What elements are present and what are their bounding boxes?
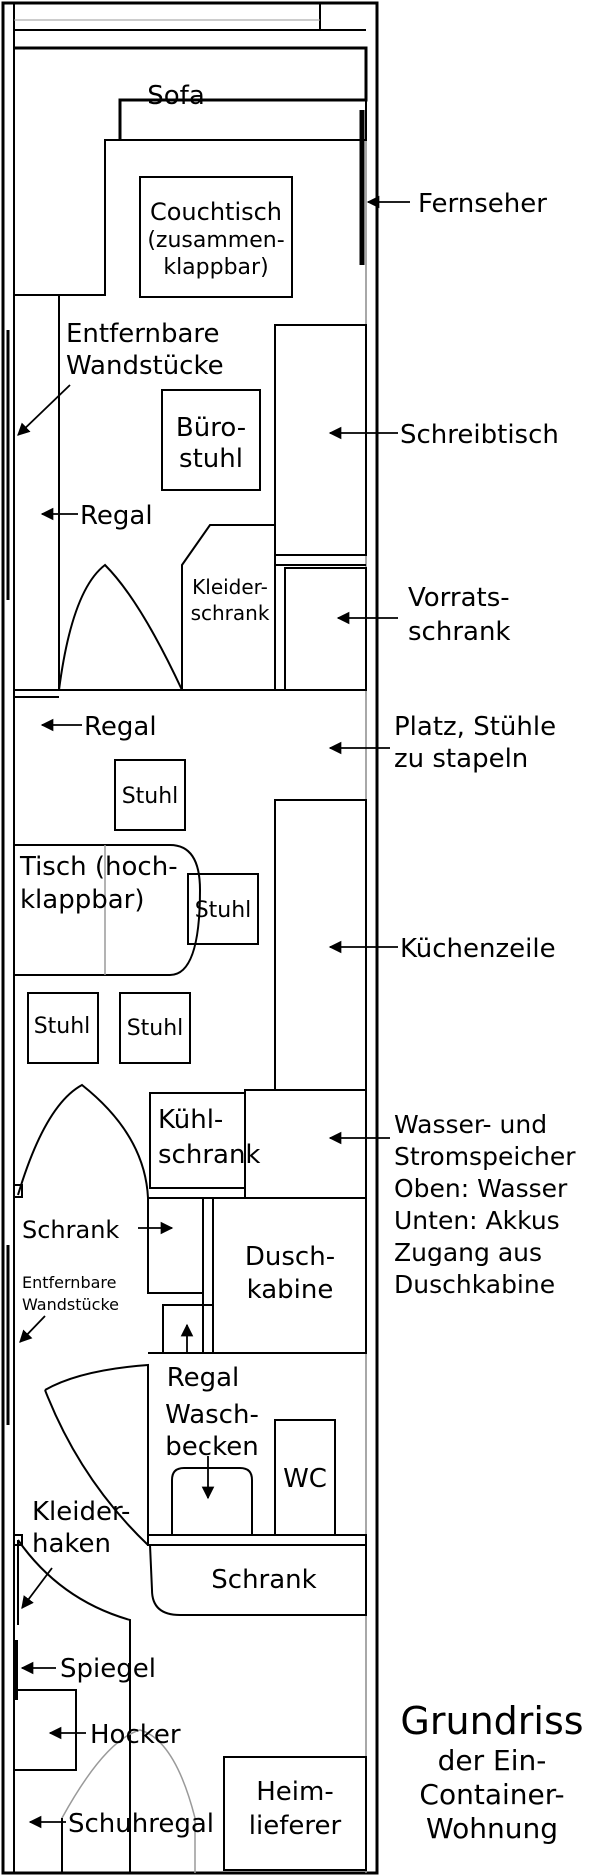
pointer-arrows xyxy=(17,195,410,1829)
label-vorrats-1: Vorrats- xyxy=(408,583,510,613)
label-dusch-1: Dusch- xyxy=(245,1242,335,1272)
cabinet-middle xyxy=(147,1197,204,1294)
label-tisch-2: klappbar) xyxy=(20,885,145,915)
title-line-1: Grundriss xyxy=(400,1699,583,1743)
label-wandstuecke-top-1: Entfernbare xyxy=(66,319,220,349)
stool xyxy=(13,1689,77,1771)
label-speicher-3: Oben: Wasser xyxy=(394,1174,568,1203)
office-chair xyxy=(161,389,261,491)
label-couchtisch-1: Couchtisch xyxy=(150,198,282,226)
label-stuhl-3: Stuhl xyxy=(34,1014,91,1039)
chair-4 xyxy=(119,992,191,1064)
washbasin xyxy=(171,1467,253,1535)
label-vorrats-2: schrank xyxy=(408,617,510,647)
bathroom-cabinet xyxy=(147,1534,367,1616)
label-regal-2: Regal xyxy=(84,712,157,742)
label-heimlieferer-2: lieferer xyxy=(249,1811,342,1841)
label-platz-2: zu stapeln xyxy=(394,744,528,774)
front-door xyxy=(61,1729,196,1873)
door-bathroom xyxy=(44,1352,366,1546)
label-schrank-1: Schrank xyxy=(22,1216,119,1244)
shelf-bath xyxy=(162,1304,214,1354)
title-line-3: Container- xyxy=(419,1778,564,1811)
label-stuhl-1: Stuhl xyxy=(122,784,179,809)
title-line-4: Wohnung xyxy=(426,1812,558,1845)
label-wc: WC xyxy=(283,1464,327,1494)
label-kleiderhaken-2: haken xyxy=(32,1529,111,1559)
label-tisch-1: Tisch (hoch- xyxy=(19,852,178,882)
label-couchtisch-3: klappbar) xyxy=(163,255,268,280)
kitchen-counter xyxy=(274,799,367,1091)
label-speicher-5: Zugang aus xyxy=(394,1238,542,1267)
water-power-storage xyxy=(244,1089,367,1199)
chair-2 xyxy=(187,873,259,945)
label-spiegel: Spiegel xyxy=(60,1654,156,1684)
chair-3 xyxy=(27,992,99,1064)
door-middle xyxy=(13,1083,149,1199)
label-speicher-2: Stromspeicher xyxy=(394,1142,576,1171)
label-stuhl-4: Stuhl xyxy=(127,1016,184,1041)
storage-cabinet xyxy=(284,567,367,691)
door-entry xyxy=(13,1534,131,1873)
shelf-upper xyxy=(13,294,60,691)
chair-1 xyxy=(114,759,186,831)
label-buerostuhl-2: stuhl xyxy=(179,444,243,474)
label-wandstuecke-bot-1: Entfernbare xyxy=(22,1273,116,1292)
label-couchtisch-2: (zusammen- xyxy=(147,228,284,253)
coffee-table xyxy=(139,176,293,298)
container-walls xyxy=(1,1,379,1875)
label-kuechenzeile: Küchenzeile xyxy=(400,934,556,964)
label-fernseher: Fernseher xyxy=(418,189,547,219)
label-speicher-1: Wasser- und xyxy=(394,1110,547,1139)
label-schreibtisch: Schreibtisch xyxy=(400,420,559,450)
door-upper xyxy=(58,563,183,691)
label-speicher-4: Unten: Akkus xyxy=(394,1206,560,1235)
label-speicher-6: Duschkabine xyxy=(394,1270,555,1299)
label-wandstuecke-bot-2: Wandstücke xyxy=(22,1295,119,1314)
title-line-2: der Ein- xyxy=(438,1744,547,1777)
label-regal-3: Regal xyxy=(167,1363,240,1393)
label-stuhl-2: Stuhl xyxy=(195,898,252,923)
label-kleiderhaken-1: Kleider- xyxy=(32,1497,130,1527)
label-dusch-2: kabine xyxy=(247,1275,334,1305)
label-regal-1: Regal xyxy=(80,501,153,531)
label-sofa: Sofa xyxy=(147,81,205,111)
label-hocker: Hocker xyxy=(90,1720,181,1750)
label-heimlieferer-1: Heim- xyxy=(256,1777,333,1807)
label-platz-1: Platz, Stühle xyxy=(394,712,556,742)
label-wasch-1: Wasch- xyxy=(165,1400,259,1430)
folding-table xyxy=(14,844,202,976)
label-kuehl-1: Kühl- xyxy=(158,1105,223,1135)
label-kleiderschrank-2: schrank xyxy=(191,601,270,625)
label-wandstuecke-top-2: Wandstücke xyxy=(66,351,224,381)
label-wasch-2: becken xyxy=(165,1432,258,1462)
delivery-box xyxy=(223,1756,367,1871)
desk xyxy=(274,324,367,556)
label-kuehl-2: schrank xyxy=(158,1140,260,1170)
label-kleiderschrank-1: Kleider- xyxy=(192,575,268,599)
label-schrank-2: Schrank xyxy=(211,1565,316,1595)
label-schuhregal: Schuhregal xyxy=(68,1809,214,1839)
label-buerostuhl-1: Büro- xyxy=(176,413,246,443)
sofa xyxy=(13,46,368,296)
